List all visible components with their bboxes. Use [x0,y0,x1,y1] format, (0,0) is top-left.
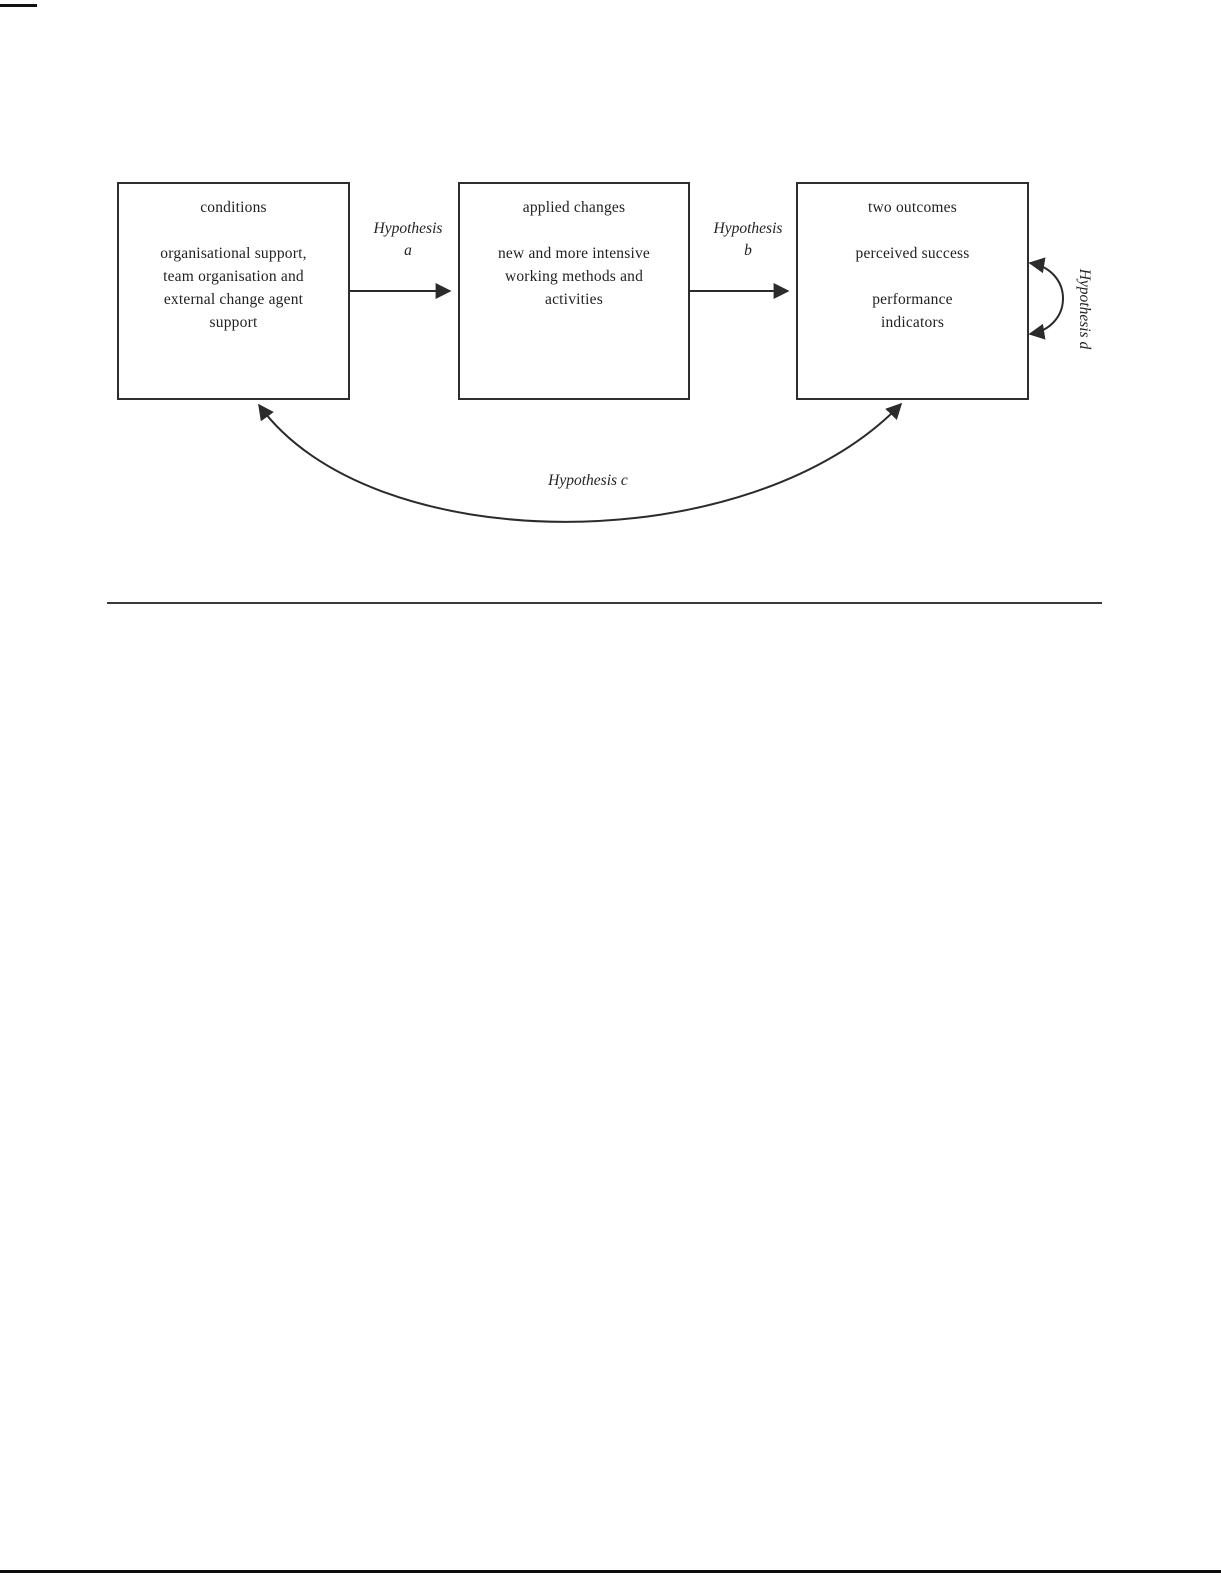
hypothesis-a-label-line1: Hypothesis [373,220,443,237]
scan-artifact-top-left [0,4,37,7]
hypothesis-c-label: Hypothesis c [548,472,628,489]
conditions-box-title: conditions [200,199,267,216]
conditions-box: conditions organisational support, team … [117,182,350,400]
hypothesis-b-label-line1: Hypothesis [713,220,783,237]
applied-changes-box-title: applied changes [522,199,626,216]
hypothesis-a-label-line2: a [404,242,412,259]
figure-divider-line [107,602,1102,604]
hypothesis-b-label-line2: b [744,242,752,259]
conditions-box-body: organisational support, team organisatio… [160,245,307,331]
hypothesis-b-label: Hypothesis b [700,218,796,262]
applied-changes-box-body: new and more intensive working methods a… [497,245,651,308]
applied-changes-box: applied changes new and more intensive w… [458,182,690,400]
page-bottom-rule [0,1570,1221,1573]
arrow-hypothesis-d [1028,257,1064,340]
outcomes-item-perceived-success: perceived success [855,245,970,262]
outcomes-item-performance-indicators: performance indicators [872,291,953,331]
outcomes-box: two outcomes perceived success performan… [796,182,1029,400]
hypothesis-d-label: Hypothesis d [1076,268,1093,350]
arrow-hypothesis-c [258,402,903,523]
hypothesis-a-label: Hypothesis a [360,218,456,262]
outcomes-box-title: two outcomes [868,199,957,216]
